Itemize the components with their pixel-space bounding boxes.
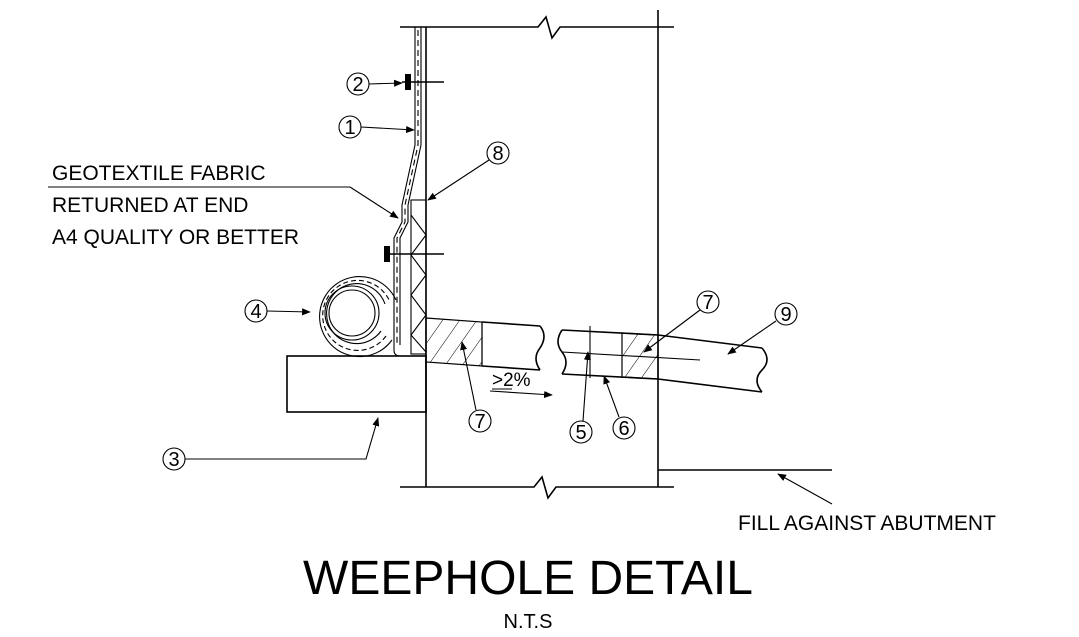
callout-1: 1 [338, 115, 415, 139]
footing-block [286, 355, 427, 413]
weephole-pipe [425, 317, 768, 393]
slope-label: >2% [492, 370, 531, 391]
callout-7-upper-label: 7 [702, 292, 713, 314]
callout-9-label: 9 [780, 304, 791, 326]
geotextile-note-line1: GEOTEXTILE FABRIC [52, 162, 266, 185]
fill-note-text: FILL AGAINST ABUTMENT [738, 512, 996, 535]
geotextile-note: GEOTEXTILE FABRIC RETURNED AT END A4 QUA… [48, 162, 399, 249]
callout-3-label: 3 [168, 449, 179, 471]
callout-6: 6 [603, 375, 636, 440]
callout-7-lower-label: 7 [474, 411, 485, 433]
callout-7-lower: 7 [460, 341, 492, 433]
callout-5: 5 [569, 351, 593, 444]
fixing-lower [384, 246, 444, 262]
callout-9: 9 [727, 302, 798, 355]
drawing-scale-note: N.T.S [504, 611, 553, 633]
callout-2: 2 [346, 72, 403, 96]
callout-1-label: 1 [344, 117, 355, 139]
callout-4: 4 [244, 299, 311, 323]
callout-8-label: 8 [492, 143, 503, 165]
callout-5-label: 5 [575, 422, 586, 444]
drawing-title: WEEPHOLE DETAIL [303, 552, 753, 605]
geotextile-note-line3: A4 QUALITY OR BETTER [52, 226, 299, 249]
drainage-strip [410, 199, 427, 355]
callout-2-label: 2 [352, 74, 363, 96]
geotextile-note-line2: RETURNED AT END [52, 194, 248, 217]
callout-8: 8 [427, 141, 510, 201]
fill-note: FILL AGAINST ABUTMENT [738, 473, 996, 535]
callout-3: 3 [162, 417, 380, 471]
callout-7-upper: 7 [643, 290, 720, 353]
fixing-upper [402, 74, 444, 90]
slope-indicator: >2% [489, 370, 553, 399]
callout-6-label: 6 [618, 418, 629, 440]
wrapped-drain-pipe [319, 276, 397, 358]
geotextile-fabric [393, 27, 422, 357]
callout-4-label: 4 [250, 301, 261, 323]
